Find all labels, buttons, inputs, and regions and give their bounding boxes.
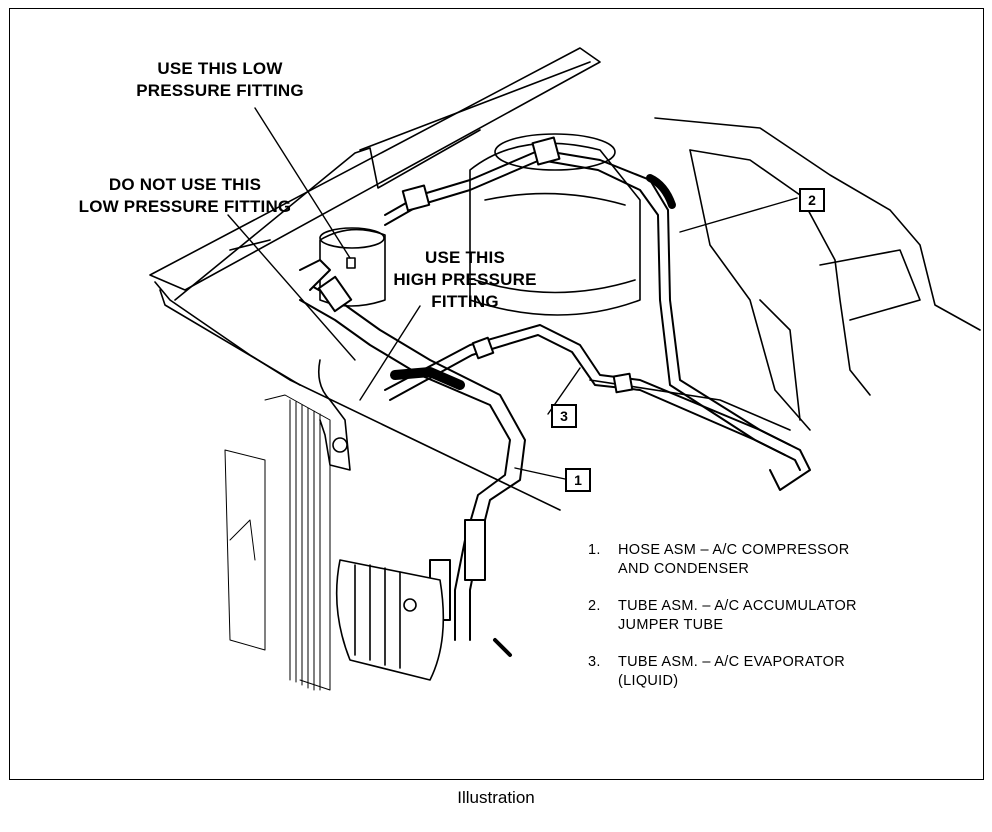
legend-item: 2. TUBE ASM. – A/C ACCUMULATOR JUMPER TU… — [588, 597, 857, 635]
compressor-body — [335, 559, 512, 681]
legend-item: 1. HOSE ASM – A/C COMPRESSOR AND CONDENS… — [588, 541, 857, 579]
legend-text: (LIQUID) — [618, 673, 679, 689]
legend-text: HOSE ASM – A/C COMPRESSOR — [618, 542, 850, 558]
callout-line: DO NOT USE THIS — [108, 175, 262, 194]
legend: 1. HOSE ASM – A/C COMPRESSOR AND CONDENS… — [588, 541, 857, 709]
callout-line: PRESSURE FITTING — [136, 81, 304, 100]
legend-number: 1. — [588, 542, 601, 558]
callout-line: LOW PRESSURE FITTING — [78, 197, 292, 216]
legend-text: AND CONDENSER — [618, 561, 750, 577]
callout-line: USE THIS LOW — [157, 59, 283, 78]
legend-number: 3. — [588, 654, 601, 670]
callout-do-not-use-low-pressure: DO NOT USE THIS LOW PRESSURE FITTING — [60, 174, 310, 218]
compressor-hose — [299, 259, 526, 641]
firewall-body — [589, 117, 981, 431]
legend-text: TUBE ASM. – A/C EVAPORATOR — [618, 654, 845, 670]
condenser-core — [224, 394, 331, 691]
legend-number: 2. — [588, 598, 601, 614]
callout-line: HIGH PRESSURE — [393, 270, 537, 289]
evaporator-tube — [384, 324, 811, 491]
accumulator-canister — [469, 133, 641, 316]
tag-2: 2 — [799, 188, 825, 212]
legend-item: 3. TUBE ASM. – A/C EVAPORATOR (LIQUID) — [588, 653, 857, 691]
callout-use-low-pressure: USE THIS LOW PRESSURE FITTING — [120, 58, 320, 102]
legend-text: TUBE ASM. – A/C ACCUMULATOR — [618, 598, 857, 614]
legend-text: JUMPER TUBE — [618, 617, 724, 633]
leader-lines — [227, 107, 798, 480]
callout-line: USE THIS — [424, 248, 505, 267]
tag-3: 3 — [551, 404, 577, 428]
figure-caption: Illustration — [457, 788, 535, 807]
callout-use-high-pressure: USE THIS HIGH PRESSURE FITTING — [380, 247, 550, 313]
callout-line: FITTING — [431, 292, 499, 311]
fender-panel — [149, 47, 601, 511]
mounting-bracket — [317, 359, 351, 471]
tag-1: 1 — [565, 468, 591, 492]
